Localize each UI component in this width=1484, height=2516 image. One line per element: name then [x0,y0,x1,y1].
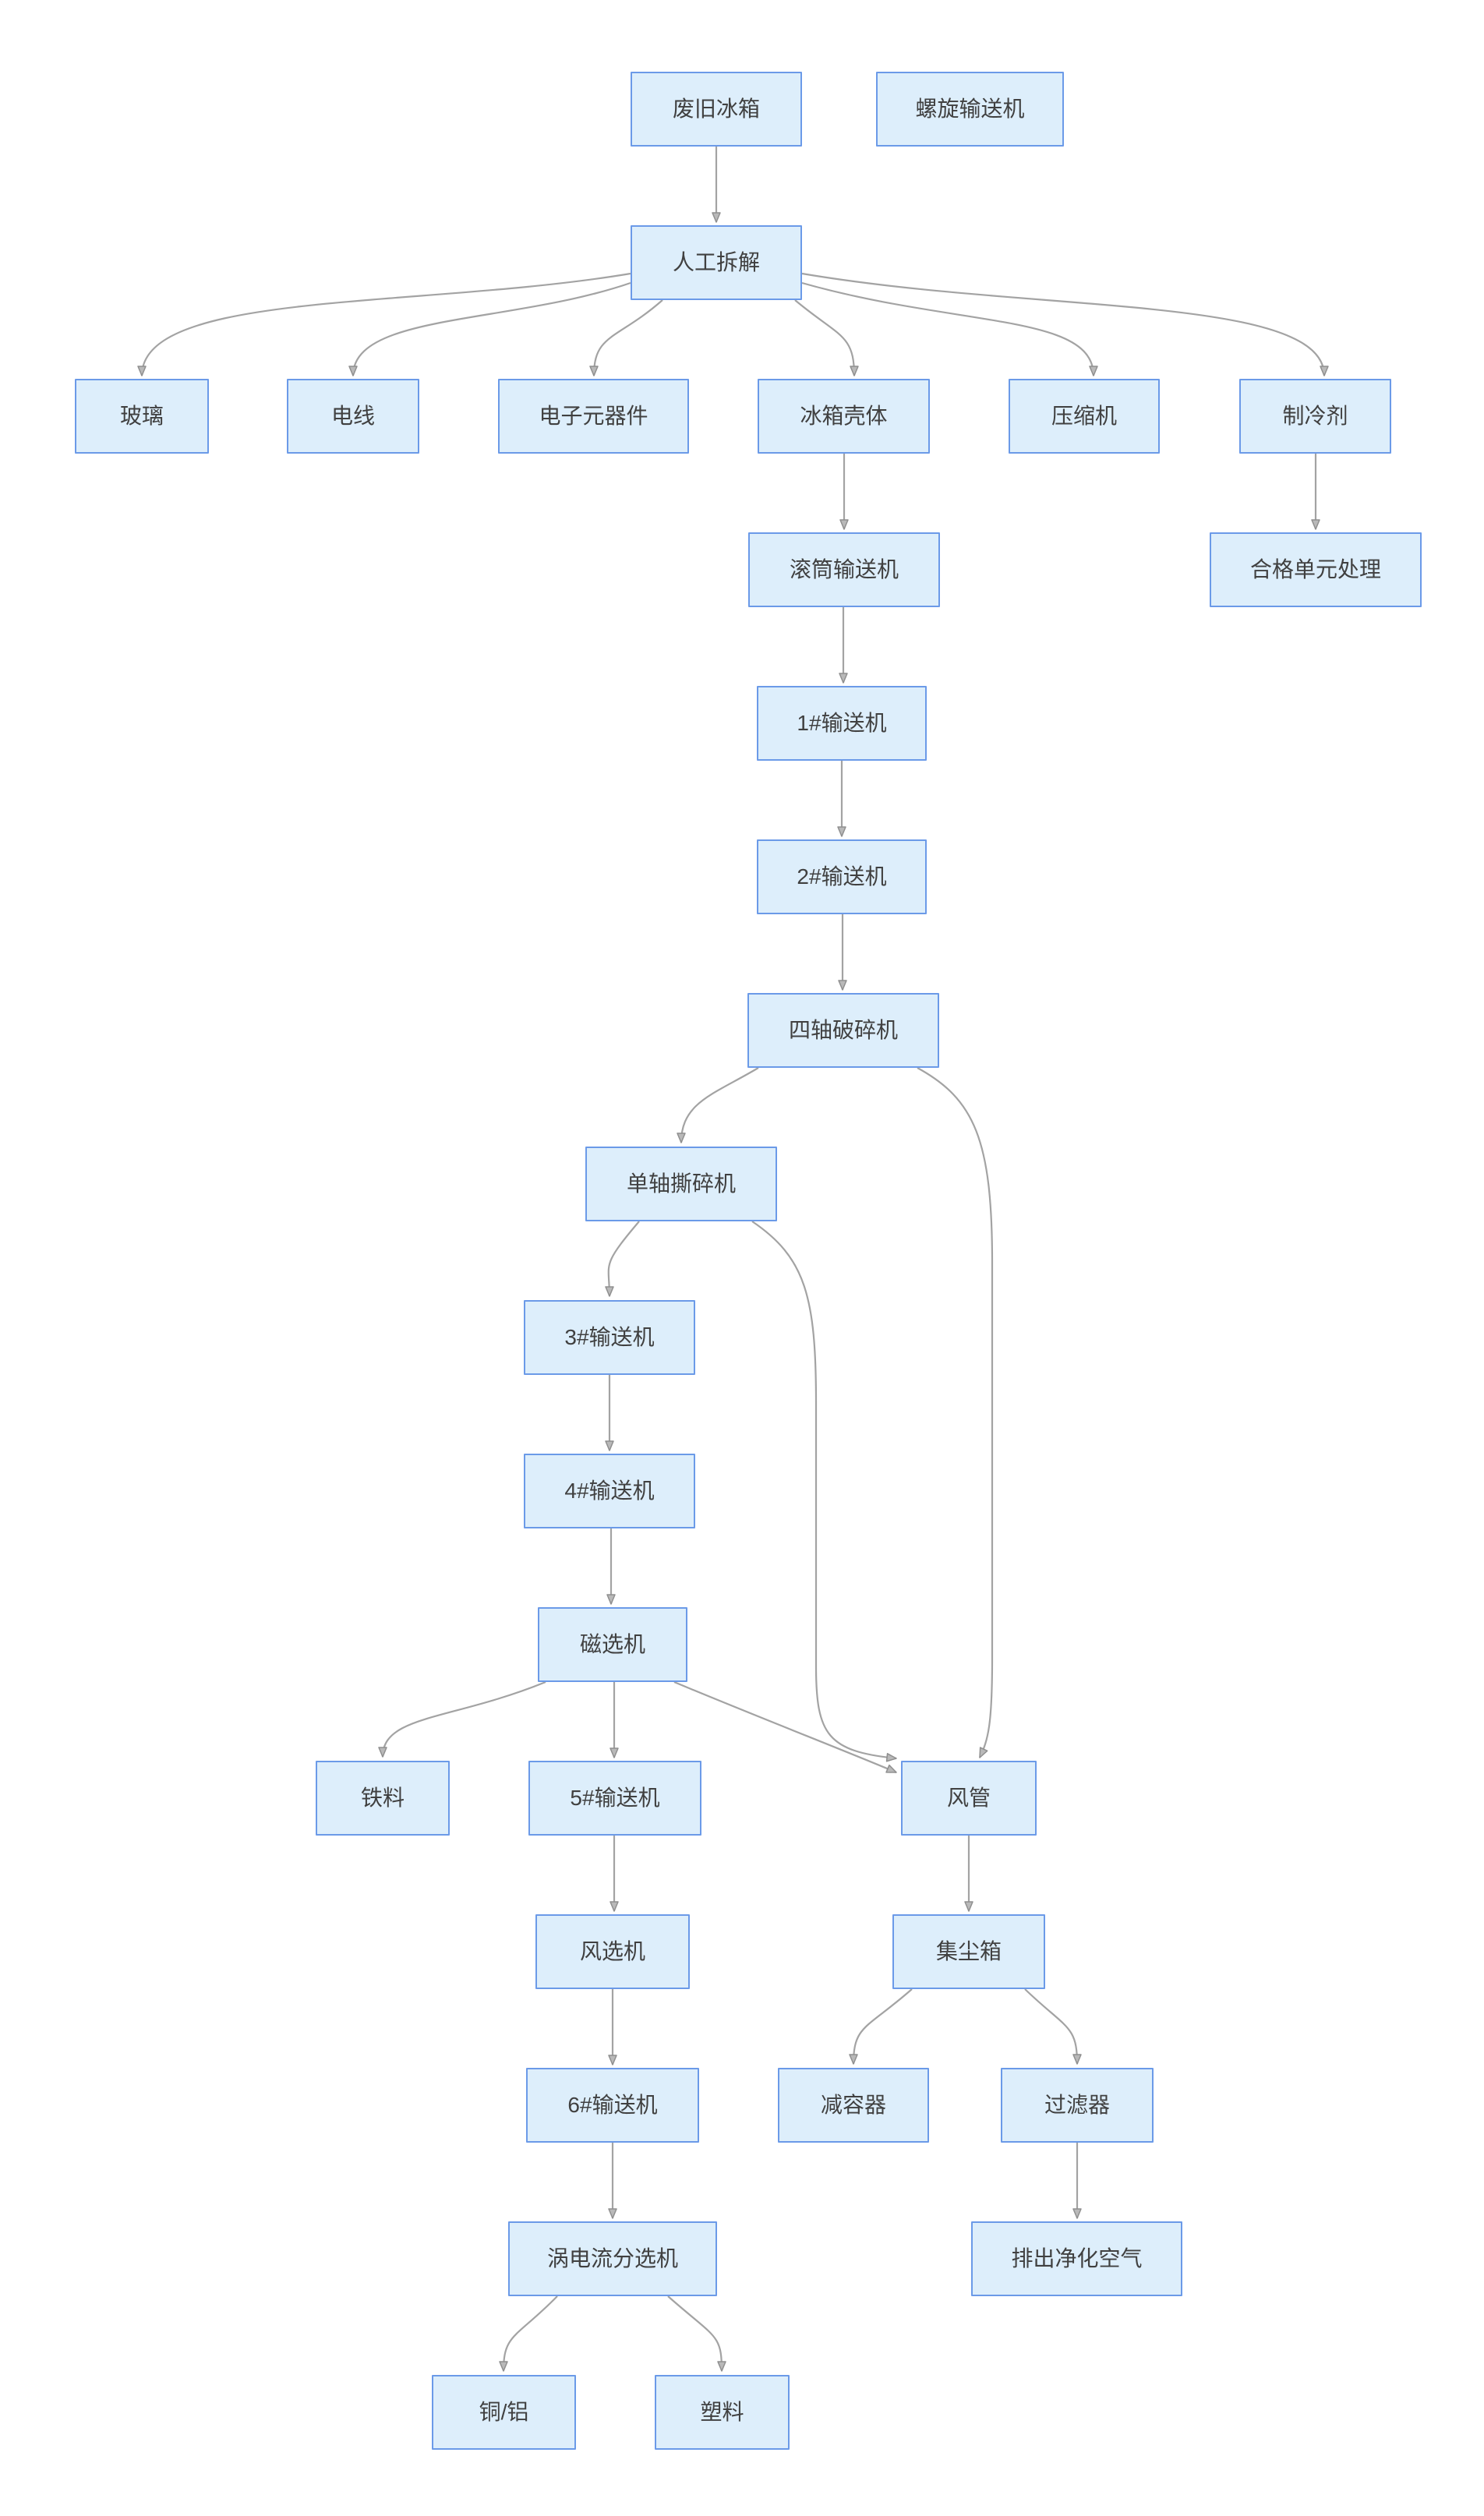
node-copper-aluminum[interactable]: 铜/铝 [432,2375,576,2450]
node-conveyor-3[interactable]: 3#输送机 [524,1300,695,1375]
node-glass[interactable]: 玻璃 [75,379,209,454]
edge-four-shaft-crusher-to-air-duct [917,1067,994,1758]
node-eddy-current-separator[interactable]: 涡电流分选机 [508,2221,717,2296]
edge-eddy-current-separator-to-copper-aluminum [499,2295,558,2372]
edge-single-shaft-shredder-to-air-duct [751,1221,897,1762]
node-air-duct[interactable]: 风管 [901,1761,1037,1836]
node-iron[interactable]: 铁料 [316,1761,450,1836]
node-four-shaft-crusher[interactable]: 四轴破碎机 [747,993,939,1068]
edge-manual-dismantling-to-compressor [801,281,1098,376]
node-filter[interactable]: 过滤器 [1001,2068,1154,2143]
node-plastic[interactable]: 塑料 [655,2375,790,2450]
node-volume-reducer[interactable]: 减容器 [778,2068,929,2143]
node-qualified-unit-treatment[interactable]: 合格单元处理 [1210,532,1422,607]
node-conveyor-5[interactable]: 5#输送机 [528,1761,701,1836]
node-wires[interactable]: 电线 [287,379,419,454]
edge-four-shaft-crusher-to-single-shaft-shredder [677,1067,759,1143]
edge-magnetic-separator-to-iron [378,1680,546,1758]
node-conveyor-4[interactable]: 4#输送机 [524,1454,695,1528]
edge-manual-dismantling-to-fridge-shell [794,299,859,376]
edge-manual-dismantling-to-glass [137,272,631,376]
edge-single-shaft-shredder-to-conveyor-3 [605,1221,640,1297]
edge-dust-collector-to-filter [1024,1988,1082,2065]
node-dust-collector[interactable]: 集尘箱 [892,1914,1045,1989]
node-refrigerant[interactable]: 制冷剂 [1239,379,1391,454]
node-magnetic-separator[interactable]: 磁选机 [538,1607,687,1682]
node-roller-conveyor[interactable]: 滚筒输送机 [748,532,940,607]
node-fridge-shell[interactable]: 冰箱壳体 [758,379,930,454]
node-single-shaft-shredder[interactable]: 单轴撕碎机 [585,1147,777,1221]
node-conveyor-2[interactable]: 2#输送机 [757,839,927,914]
node-manual-dismantling[interactable]: 人工拆解 [631,225,802,300]
node-compressor[interactable]: 压缩机 [1009,379,1160,454]
edge-eddy-current-separator-to-plastic [667,2295,726,2372]
node-screw-conveyor[interactable]: 螺旋输送机 [876,72,1064,147]
node-clean-air-discharge[interactable]: 排出净化空气 [971,2221,1182,2296]
edge-magnetic-separator-to-air-duct [673,1680,897,1774]
node-conveyor-6[interactable]: 6#输送机 [526,2068,699,2143]
node-air-separator[interactable]: 风选机 [535,1914,690,1989]
node-waste-refrigerator[interactable]: 废旧冰箱 [631,72,802,147]
edge-manual-dismantling-to-wires [348,281,631,376]
edge-manual-dismantling-to-electronic-components [589,299,663,376]
node-conveyor-1[interactable]: 1#输送机 [757,686,927,761]
edge-manual-dismantling-to-refrigerant [801,272,1329,376]
edge-dust-collector-to-volume-reducer [849,1988,913,2065]
node-electronic-components[interactable]: 电子元器件 [498,379,689,454]
